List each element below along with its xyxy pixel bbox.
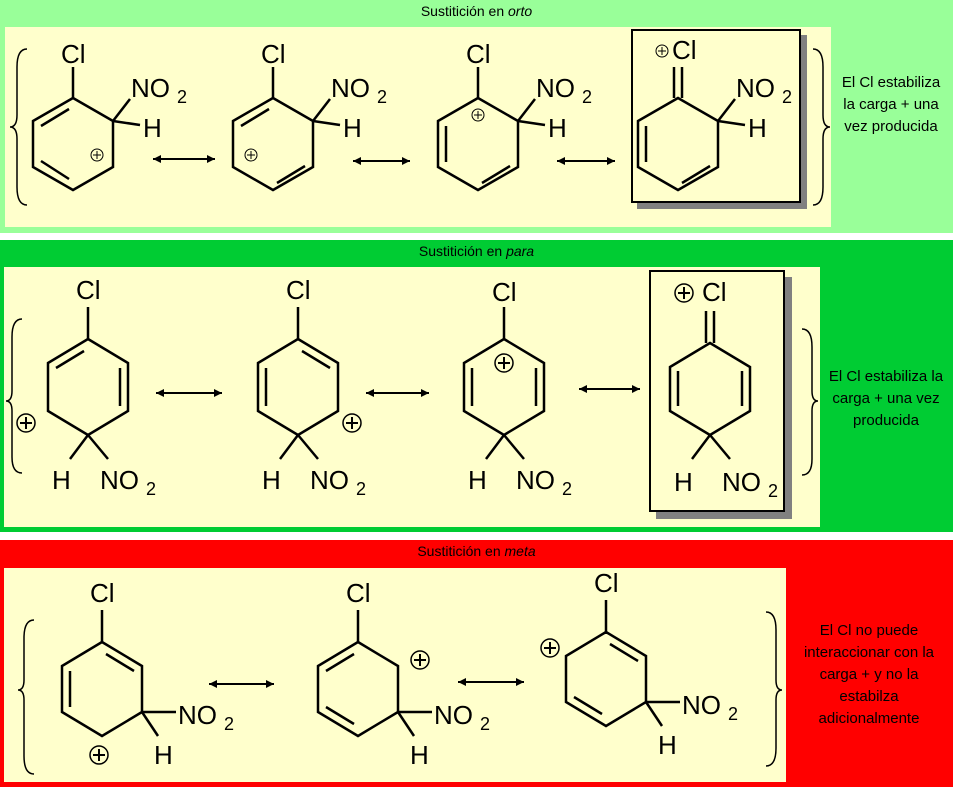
svg-text:Cl: Cl [594,568,619,598]
resonance-diagram-orto: Cl NO 2 H Cl NO 2 H [9,29,831,209]
svg-text:H: H [52,465,71,495]
svg-text:2: 2 [768,481,778,501]
svg-text:H: H [748,113,767,143]
positive-charge-icon [471,108,485,122]
section-orto: Sustitición en orto Cl NO 2 H [0,0,953,233]
structure-2: Cl NO 2 H [231,39,387,192]
resonance-arrow-icon [458,678,524,686]
svg-text:Cl: Cl [672,35,697,65]
svg-text:Cl: Cl [346,578,371,608]
structure-3: Cl H NO 2 [462,277,572,499]
section-note: El Cl estabiliza la carga + una vez prod… [828,368,944,429]
section-title: Sustitición en meta [417,543,536,559]
svg-text:2: 2 [356,479,366,499]
svg-text:H: H [674,467,693,497]
resonance-arrow-icon [557,157,615,165]
svg-text:Cl: Cl [466,39,491,69]
resonance-arrow-icon [153,155,215,163]
svg-text:H: H [410,740,429,770]
resonance-arrow-icon [353,157,410,165]
svg-text:NO: NO [682,690,721,720]
structure-3: Cl NO 2 H [436,39,592,192]
structure-4-boxed: Cl H NO 2 [649,270,792,519]
resonance-arrow-icon [366,389,429,397]
section-title: Sustitición en para [418,243,535,259]
resonance-arrow-icon [579,385,640,393]
positive-charge-icon [89,745,109,765]
nitro-label: NO [131,73,170,103]
svg-text:NO: NO [100,465,139,495]
svg-text:NO: NO [536,73,575,103]
svg-text:2: 2 [582,87,592,107]
resonance-arrow-icon [156,389,222,397]
svg-text:NO: NO [310,465,349,495]
positive-charge-icon [16,413,36,433]
svg-text:Cl: Cl [261,39,286,69]
title-position: orto [508,3,533,19]
right-brace-icon [765,611,783,767]
svg-text:H: H [154,740,173,770]
positive-charge-icon [410,650,430,670]
structure-2: Cl H NO 2 [256,275,366,499]
section-note: El Cl estabiliza la carga + una vez prod… [841,74,941,135]
positive-charge-icon [244,148,258,162]
left-brace-icon [17,619,35,775]
resonance-diagram-meta: Cl NO 2 H Cl NO 2 H [17,568,783,775]
svg-text:NO: NO [178,700,217,730]
cl-label: Cl [61,39,86,69]
svg-text:NO: NO [331,73,370,103]
right-brace-icon [812,48,831,206]
hydrogen-label: H [143,113,162,143]
section-note: El Cl no puede interaccionar con la carg… [803,622,935,727]
svg-text:Cl: Cl [90,578,115,608]
svg-text:H: H [468,465,487,495]
structure-1: Cl NO 2 H [31,39,187,192]
svg-text:2: 2 [562,479,572,499]
svg-text:2: 2 [782,87,792,107]
svg-text:H: H [548,113,567,143]
structure-3: Cl NO 2 H [540,568,738,760]
structure-1: Cl H NO 2 [16,275,156,499]
svg-text:H: H [262,465,281,495]
svg-text:2: 2 [377,87,387,107]
positive-charge-icon [494,353,514,373]
svg-text:Cl: Cl [492,277,517,307]
resonance-diagram-para: Cl H NO 2 Cl H NO 2 [5,270,819,519]
svg-text:Cl: Cl [702,277,727,307]
svg-text:2: 2 [224,714,234,734]
svg-text:NO: NO [736,73,775,103]
left-brace-icon [9,48,28,206]
svg-text:2: 2 [480,714,490,734]
svg-text:H: H [343,113,362,143]
left-brace-icon [5,318,23,474]
svg-text:Cl: Cl [286,275,311,305]
svg-text:NO: NO [722,467,761,497]
section-title: Sustitición en orto [0,3,953,19]
svg-text:2: 2 [728,704,738,724]
svg-text:H: H [658,730,677,760]
structure-4-boxed: Cl NO 2 H [631,29,807,209]
svg-text:NO: NO [434,700,473,730]
structures-panel: Cl NO 2 H Cl NO 2 H [4,568,786,782]
structure-2: Cl NO 2 H [316,578,490,770]
structures-panel: Cl H NO 2 Cl H NO 2 [4,267,820,527]
section-para: Sustitición en para Cl H NO 2 [0,240,953,532]
structure-1: Cl NO 2 H [60,578,234,770]
svg-text:2: 2 [177,87,187,107]
positive-charge-icon [655,44,669,58]
svg-text:Cl: Cl [76,275,101,305]
positive-charge-icon [674,283,694,303]
section-meta: Sustitición en meta Cl NO 2 H [0,540,953,787]
positive-charge-icon [540,638,560,658]
positive-charge-icon [342,413,362,433]
positive-charge-icon [90,148,104,162]
resonance-arrow-icon [209,680,274,688]
title-prefix: Sustitición en [420,3,509,19]
svg-text:NO: NO [516,465,555,495]
right-brace-icon [801,328,819,476]
svg-text:2: 2 [146,479,156,499]
structures-panel: Cl NO 2 H Cl NO 2 H [5,27,831,227]
